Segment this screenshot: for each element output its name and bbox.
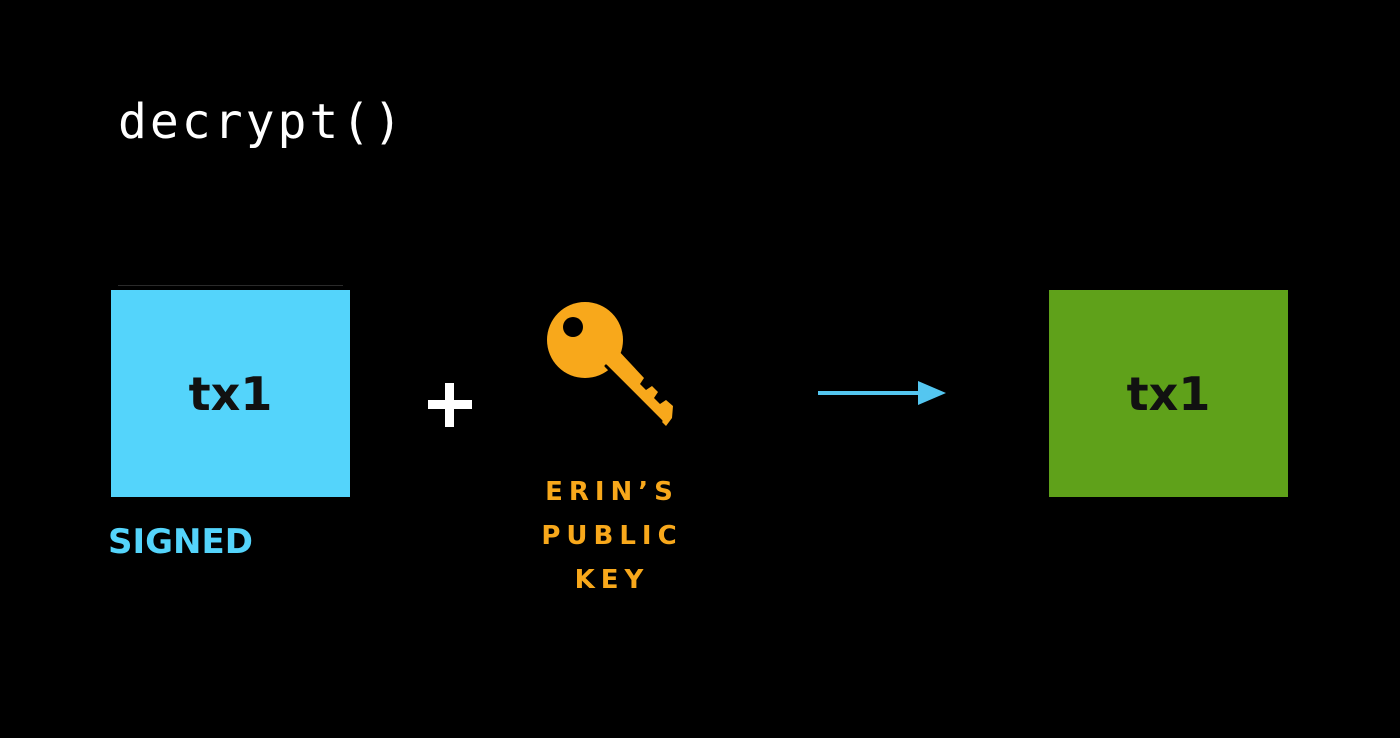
key-hole [563,317,583,337]
decrypted-transaction-box: tx1 [1049,290,1288,497]
key-label: ERIN’S PUBLIC KEY [520,470,704,602]
decrypted-transaction-label: tx1 [1126,366,1211,421]
arrow-right-icon [818,381,946,405]
key-groove [604,364,663,423]
plus-icon [428,383,472,427]
signed-transaction-box: tx1 [111,290,350,497]
page-title: decrypt() [118,94,406,150]
key-label-line-1: ERIN’S [545,477,679,507]
key-label-line-3: KEY [574,565,650,595]
signed-caption: SIGNED [108,522,253,562]
input-box-top-line [118,285,343,286]
key-icon [547,302,673,426]
key-label-line-2: PUBLIC [541,521,683,551]
signed-transaction-label: tx1 [188,366,273,421]
